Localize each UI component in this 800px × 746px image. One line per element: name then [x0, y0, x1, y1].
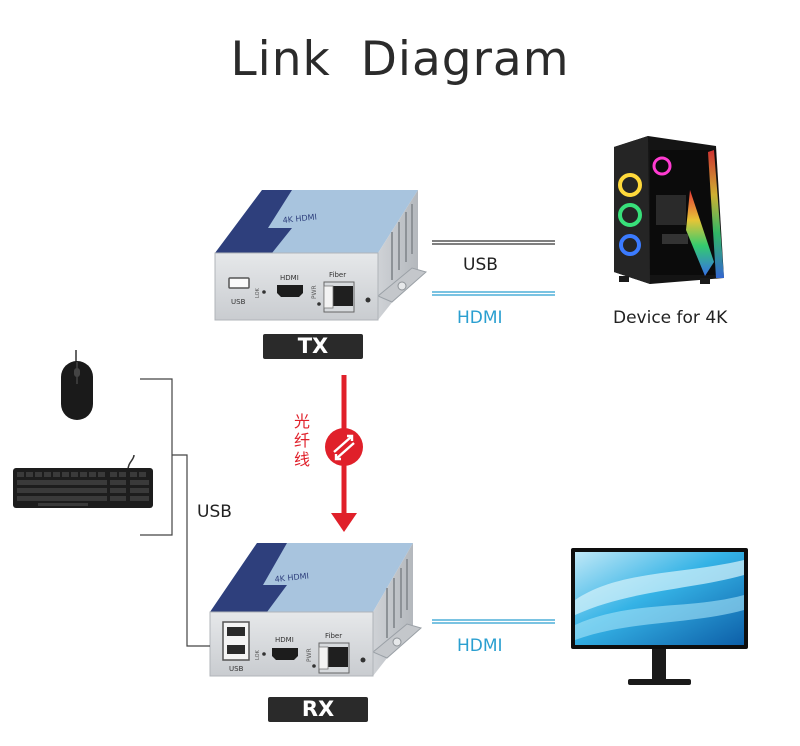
- rx-tag: RX: [268, 697, 368, 722]
- fiber-arrow-head: [331, 513, 357, 532]
- rx-top-navy-band: [210, 543, 287, 612]
- fiber-cable-label: 光 纤 线: [292, 412, 312, 469]
- fiber-arrow: [325, 375, 363, 532]
- rx-fiber-port-label: Fiber: [325, 632, 342, 640]
- tx-usb-port: [228, 277, 250, 289]
- rx-hdmi-port-label: HDMI: [275, 636, 294, 644]
- mouse-icon: [61, 350, 93, 420]
- rx-hdmi-link-label: HDMI: [457, 636, 503, 656]
- rx-usb-link-label: USB: [197, 502, 232, 522]
- rx-hdmi-line: [432, 619, 555, 624]
- keyboard-icon: [13, 454, 153, 508]
- diagram-title: Link Diagram: [230, 32, 570, 87]
- tx-hdmi-link-label: HDMI: [457, 308, 503, 328]
- fiber-link-icon: [325, 428, 363, 466]
- fiber-char-2: 纤: [293, 431, 310, 450]
- rx-lok-label: LOK: [255, 649, 261, 660]
- fiber-char-3: 线: [293, 450, 310, 469]
- tx-usb-line: [432, 240, 555, 245]
- rx-pwr-label: PWR: [306, 648, 313, 662]
- tx-panel-text: 4K HDMI: [282, 212, 317, 225]
- tx-fiber-port-label: Fiber: [329, 271, 346, 279]
- tx-usb-port-label: USB: [231, 298, 246, 306]
- pc-tower-icon: [614, 136, 724, 284]
- monitor-icon: [571, 548, 748, 685]
- rx-extender: 4K HDMI USB LOK HDMI PWR Fiber: [209, 543, 423, 677]
- source-device-label: Device for 4K: [613, 308, 728, 328]
- tx-usb-link-label: USB: [463, 255, 498, 275]
- tx-top-navy-band: [215, 190, 292, 253]
- tx-hdmi-port: [277, 285, 303, 297]
- tx-extender: 4K HDMI USB LOK HDMI PWR: [214, 190, 428, 321]
- tx-pwr-label: PWR: [311, 285, 318, 299]
- usb-bracket-line: [140, 378, 210, 647]
- rx-hdmi-port: [272, 648, 298, 660]
- tx-hdmi-port-label: HDMI: [280, 274, 299, 282]
- tx-lok-label: LOK: [255, 287, 261, 298]
- tx-tag: TX: [263, 334, 363, 359]
- rx-panel-text: 4K HDMI: [274, 571, 309, 584]
- fiber-char-1: 光: [293, 412, 310, 431]
- tx-hdmi-line: [432, 291, 555, 296]
- rx-usb-port-label: USB: [229, 665, 244, 673]
